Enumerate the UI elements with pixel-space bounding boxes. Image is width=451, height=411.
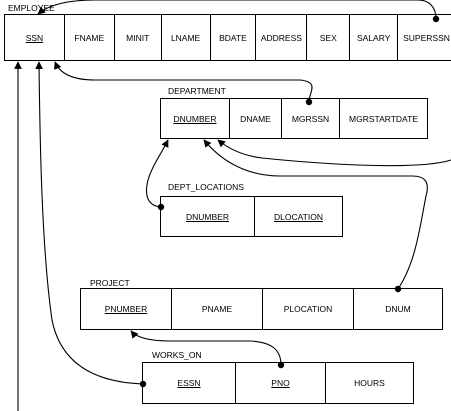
department-table: DNUMBER DNAME MGRSSN MGRSTARTDATE [160,98,428,139]
fk-superssn-to-ssn [37,0,437,20]
employee-attr-superssn: SUPERSSN [397,15,451,60]
employee-attr-lname: LNAME [160,15,210,60]
works-on-title: WORKS_ON [152,350,202,360]
dept-locations-attr-dnumber: DNUMBER [186,211,229,222]
department-attr-mgrstartdate: MGRSTARTDATE [339,99,427,138]
project-attr-pnumber: PNUMBER [104,304,148,314]
project-table: PNUMBER PNAME PLOCATION DNUM [80,288,443,330]
project-attr-pname: PNAME [171,289,262,329]
project-title: PROJECT [90,278,130,288]
employee-attr-ssn: SSN [25,32,44,43]
works-on-attr-essn: ESSN [177,378,201,388]
project-attr-dnum: DNUM [353,289,442,329]
employee-attr-address: ADDRESS [255,15,306,60]
fk-dnum-dot [394,285,402,293]
fk-pno-dot [277,361,285,369]
fk-deptloc-dnumber-dot [157,203,165,211]
fk-essn-dot [139,380,147,388]
employee-attr-salary: SALARY [349,15,397,60]
fk-mgrssn-dot [305,98,313,106]
fk-deptloc-dnumber-to-dnumber [145,139,169,208]
department-attr-mgrssn: MGRSSN [281,99,339,138]
dept-locations-table: DNUMBER DLOCATION [160,196,343,237]
department-title: DEPARTMENT [168,86,226,96]
project-attr-plocation: PLOCATION [262,289,353,329]
fk-dnum-to-dnumber [203,139,428,290]
fk-essn-to-ssn-outer [35,61,144,385]
works-on-table: ESSN PNO HOURS [142,362,414,404]
fk-pno-to-pnumber [130,330,282,366]
department-attr-dname: DNAME [229,99,281,138]
employee-attr-sex: SEX [306,15,349,60]
department-attr-dnumber: DNUMBER [173,113,217,124]
fk-offscreen-to-dnumber [217,139,451,167]
employee-attr-bdate: BDATE [209,15,256,60]
dept-locations-attr-dlocation: DLOCATION [254,197,342,236]
works-on-attr-hours: HOURS [325,363,413,403]
works-on-attr-pno: PNO [235,363,325,403]
employee-attr-minit: MINIT [113,15,161,60]
dept-locations-title: DEPT_LOCATIONS [168,182,244,192]
fk-superssn-dot [432,15,440,23]
employee-table: SSN FNAME MINIT LNAME BDATE ADDRESS SEX … [4,14,451,61]
fk-mgrssn-to-ssn [54,61,313,103]
employee-attr-fname: FNAME [63,15,114,60]
employee-title: EMPLOYEE [8,3,55,13]
